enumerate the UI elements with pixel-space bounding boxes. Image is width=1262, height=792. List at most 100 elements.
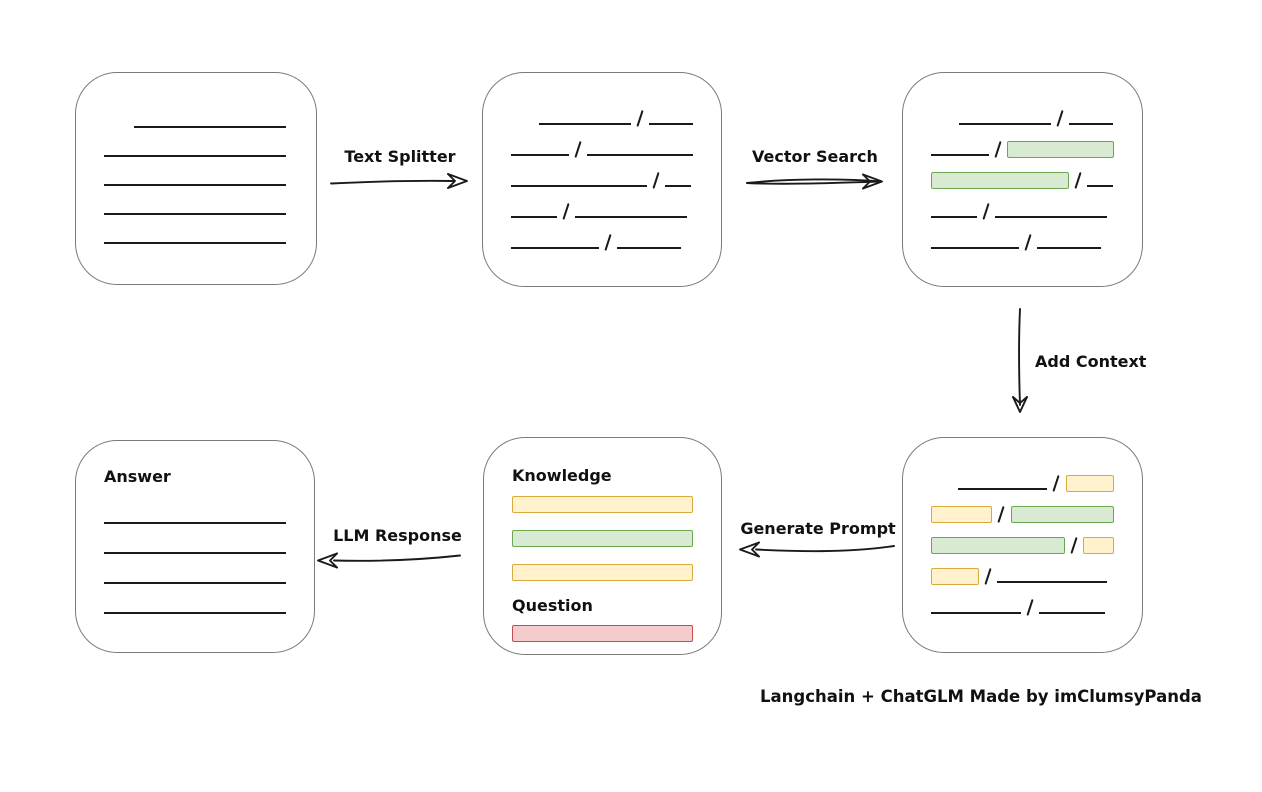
llm-response-arrow <box>317 552 461 569</box>
context-lines <box>931 474 1114 616</box>
document-box <box>75 72 317 285</box>
slash-separator <box>1074 171 1082 189</box>
text-line <box>1087 184 1114 187</box>
slash-separator <box>636 109 644 127</box>
text-splitter-label: Text Splitter <box>344 147 456 166</box>
vector-search-label: Vector Search <box>752 147 878 166</box>
text-row <box>931 233 1114 251</box>
slash-separator <box>982 202 990 220</box>
chunks-box <box>482 72 722 287</box>
context-box <box>902 437 1143 653</box>
indent-space <box>511 126 539 127</box>
text-line <box>931 215 977 218</box>
red-highlight-bar <box>512 625 693 642</box>
text-row <box>511 202 693 220</box>
llm-response-label: LLM Response <box>333 526 462 545</box>
text-line <box>931 612 1021 614</box>
slash-separator <box>1056 109 1064 127</box>
text-line <box>995 215 1108 218</box>
document-lines <box>104 112 288 246</box>
text-line <box>104 154 286 157</box>
search-result-lines <box>931 109 1114 251</box>
yellow-highlight-bar <box>1083 537 1114 554</box>
slash-separator <box>997 506 1006 523</box>
answer-box: Answer <box>75 440 315 653</box>
text-line <box>104 183 286 186</box>
text-line <box>104 612 286 614</box>
green-highlight-bar <box>512 530 693 547</box>
slash-separator <box>652 171 660 189</box>
green-highlight-bar <box>1006 140 1114 158</box>
text-row <box>104 508 286 526</box>
text-row <box>931 598 1114 616</box>
text-line <box>1069 122 1114 125</box>
slash-separator <box>1026 599 1034 616</box>
text-row <box>931 202 1114 220</box>
slash-separator <box>574 140 582 158</box>
question-bar <box>512 624 693 642</box>
text-row <box>511 233 693 251</box>
add-context-label: Add Context <box>1035 352 1147 371</box>
text-line <box>104 212 286 215</box>
text-line <box>959 122 1051 125</box>
indent-space <box>931 491 958 492</box>
text-row <box>931 536 1114 554</box>
text-line <box>587 153 693 156</box>
generate-prompt-label: Generate Prompt <box>740 519 896 538</box>
text-line <box>931 153 989 156</box>
text-row <box>512 624 693 642</box>
text-row <box>104 141 288 159</box>
question-title: Question <box>512 596 593 615</box>
text-line <box>1037 246 1102 249</box>
prompt-box: Knowledge Question <box>483 437 722 655</box>
green-highlight-bar <box>931 171 1069 189</box>
credit-caption: Langchain + ChatGLM Made by imClumsyPand… <box>760 687 1202 706</box>
text-row <box>104 170 288 188</box>
text-row <box>931 140 1114 158</box>
text-line <box>104 522 286 524</box>
text-line <box>649 122 693 125</box>
add-context-arrow <box>1012 308 1028 413</box>
text-row <box>104 112 288 130</box>
yellow-highlight-bar <box>512 496 693 513</box>
text-line <box>511 153 569 156</box>
green-highlight-bar <box>1010 506 1114 523</box>
text-row <box>104 568 286 586</box>
text-line <box>104 241 286 244</box>
slash-separator <box>1024 233 1032 251</box>
knowledge-bars <box>512 495 693 581</box>
text-line <box>104 552 286 554</box>
text-row <box>931 474 1114 492</box>
text-row <box>511 171 693 189</box>
vector-search-arrow <box>746 173 883 190</box>
green-highlight-bar <box>931 537 1065 554</box>
text-row <box>511 140 693 158</box>
indent-space <box>104 129 134 130</box>
yellow-highlight-bar <box>931 568 979 585</box>
yellow-highlight-bar <box>1065 475 1114 492</box>
slash-separator <box>1052 475 1061 492</box>
text-line <box>617 246 682 249</box>
slash-separator <box>604 233 612 251</box>
text-row <box>931 567 1114 585</box>
text-line <box>931 246 1019 249</box>
slash-separator <box>562 202 570 220</box>
text-row <box>104 199 288 217</box>
text-splitter-arrow <box>330 173 468 189</box>
text-line <box>665 184 692 187</box>
yellow-highlight-bar <box>512 564 693 581</box>
slash-separator <box>1070 537 1078 554</box>
yellow-highlight-bar <box>931 506 993 523</box>
text-row <box>931 505 1114 523</box>
text-line <box>134 125 286 128</box>
text-row <box>931 171 1114 189</box>
text-line <box>575 215 688 218</box>
text-row <box>512 495 693 513</box>
chunk-lines <box>511 109 693 251</box>
text-line <box>1039 612 1106 614</box>
slash-separator <box>993 140 1002 158</box>
text-line <box>511 215 557 218</box>
text-row <box>512 563 693 581</box>
text-row <box>104 538 286 556</box>
